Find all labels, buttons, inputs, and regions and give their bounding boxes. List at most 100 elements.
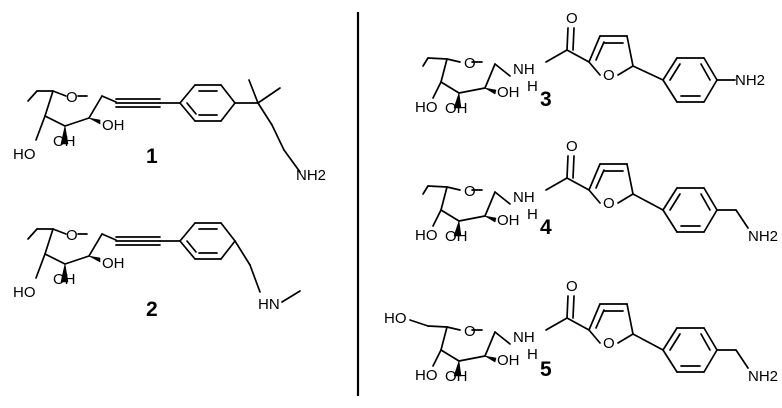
amide-bond [566, 317, 590, 331]
hydroxyl-bond [432, 349, 442, 367]
hydroxyl-label: HO [384, 310, 407, 327]
ring-oxygen-label: O [464, 323, 476, 340]
methyl-bond [427, 57, 448, 60]
amide-bond [545, 177, 568, 191]
carbonyl-bond [572, 155, 575, 179]
hydroxyl-label: OH [497, 84, 520, 101]
wedge-bond [484, 355, 497, 363]
wedge-bond [60, 263, 69, 283]
biaryl-bond [632, 333, 664, 351]
carbonyl-oxygen-label: O [566, 138, 578, 155]
hydroxyl-label: HO [13, 284, 36, 301]
compound-number: 5 [540, 358, 552, 381]
amide-nh-label: NH [513, 61, 535, 78]
amide-nh-label: NH [513, 189, 535, 206]
wedge-bond [484, 215, 497, 223]
benzene-ring [179, 84, 236, 122]
aminomethyl-bond [735, 209, 749, 229]
furan-ring [588, 163, 634, 204]
compound-3: O O NH H O OH OH HO NH2 3 [415, 10, 765, 117]
pyranose-ring [440, 326, 496, 362]
hydroxyl-label: OH [102, 117, 125, 134]
pyranose-ring [440, 58, 496, 94]
dimethyl-aminomethyl [234, 79, 301, 173]
methyl-bond [422, 57, 429, 67]
carbonyl-bond [572, 27, 575, 51]
hydroxyl-label: HO [13, 146, 36, 163]
amide-h-label: H [527, 78, 538, 95]
benzene-ring [662, 187, 718, 233]
furan-oxygen-label: O [603, 67, 615, 84]
compound-number: 3 [540, 88, 552, 111]
pyranose-ring [440, 186, 496, 222]
wedge-bond [484, 87, 497, 95]
hydroxyl-label: OH [445, 368, 468, 385]
compound-number: 2 [146, 298, 158, 321]
hydroxyl-label: OH [53, 271, 76, 288]
hydroxyl-label: OH [445, 100, 468, 117]
hydroxyl-label: HO [415, 227, 438, 244]
hydroxymethyl-bond [427, 325, 448, 328]
carbonyl-bond [566, 27, 569, 51]
carbonyl-oxygen-label: O [566, 278, 578, 295]
wedge-bond [88, 117, 101, 125]
biaryl-bond [632, 65, 664, 81]
compound-1: O OH OH HO NH2 1 [13, 79, 326, 184]
glycosyl-bond [494, 331, 511, 345]
amine-label: NH2 [735, 72, 765, 89]
carbonyl-bond [572, 295, 575, 319]
ring-oxygen-label: O [66, 89, 78, 106]
amide-nh-label: NH [513, 329, 535, 346]
hydroxyl-bond [432, 81, 442, 99]
compound-2: O OH OH HO HN 2 [13, 222, 301, 321]
wedge-bond [453, 220, 462, 237]
hydroxyl-label: OH [497, 212, 520, 229]
wedge-bond [453, 92, 462, 109]
alkyne [101, 95, 181, 108]
methylaminomethyl [234, 240, 301, 303]
benzene-ring [662, 327, 718, 373]
amine-label: NH2 [748, 368, 778, 385]
ring-oxygen-label: O [464, 55, 476, 72]
compound-number: 1 [146, 145, 158, 168]
biaryl-bond [632, 193, 664, 211]
hydroxyl-bond [35, 253, 46, 279]
amide-bond [545, 49, 568, 63]
methyl-bond [27, 90, 38, 102]
pyranose-ring [44, 228, 103, 265]
compound-5: O HO O NH H O OH OH HO NH2 5 [384, 278, 778, 385]
hydroxyl-label: HO [415, 367, 438, 384]
hydroxyl-bond [35, 115, 46, 141]
ring-oxygen-label: O [66, 227, 78, 244]
aminomethyl-bond [735, 349, 749, 369]
amide-bond [566, 49, 590, 63]
ring-oxygen-label: O [464, 183, 476, 200]
methyl-bond [427, 185, 448, 188]
amide-h-label: H [527, 346, 538, 363]
methyl-bond [422, 185, 429, 195]
carbonyl-oxygen-label: O [566, 10, 578, 27]
amide-h-label: H [527, 206, 538, 223]
hydroxyl-label: OH [53, 133, 76, 150]
furan-oxygen-label: O [603, 335, 615, 352]
hydroxyl-label: HO [415, 99, 438, 116]
amine-label: HN [258, 296, 280, 313]
benzene-ring [662, 57, 718, 103]
pyranose-ring [44, 90, 103, 127]
compound-4: O O NH H O OH OH HO NH2 4 [415, 138, 778, 245]
furan-ring [588, 303, 634, 344]
methyl-bond [27, 228, 38, 240]
amine-label: NH2 [748, 228, 778, 245]
wedge-bond [453, 360, 462, 377]
furan-ring [588, 35, 634, 76]
wedge-bond [60, 125, 69, 145]
hydroxyl-label: OH [497, 352, 520, 369]
amide-bond [545, 317, 568, 331]
glycosyl-bond [494, 191, 511, 205]
hydroxyl-bond [432, 209, 442, 227]
hydroxymethyl-bond [409, 319, 429, 327]
alkyne [101, 233, 181, 246]
compound-number: 4 [540, 216, 552, 239]
